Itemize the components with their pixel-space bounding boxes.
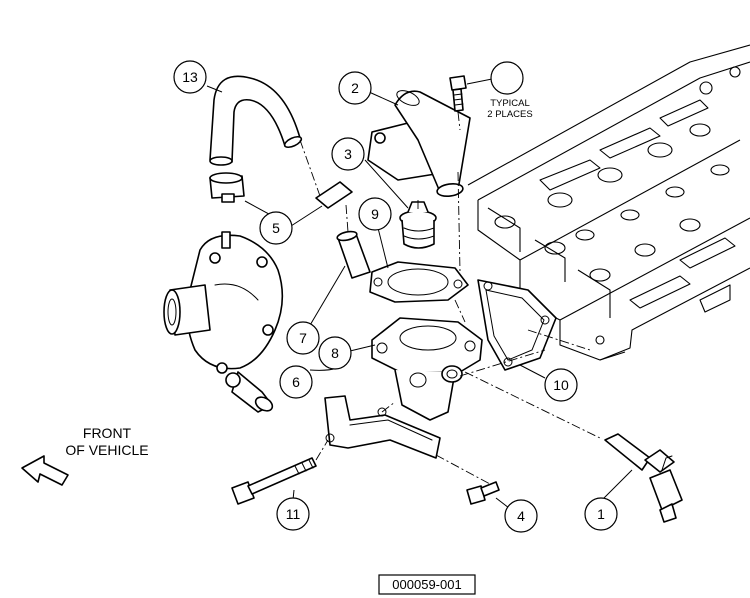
callout-7: 7 <box>286 321 320 355</box>
front-label-line2: OF VEHICLE <box>65 442 148 458</box>
callout-11: 11 <box>276 497 310 531</box>
part-9-gasket <box>369 261 469 303</box>
callout-7-label: 7 <box>299 330 307 346</box>
part-5-hose-clamp <box>209 172 245 203</box>
part-5-clip <box>315 181 353 209</box>
callout-2-label: 2 <box>351 80 359 96</box>
mounting-bracket <box>324 395 441 459</box>
callout-1: 1 <box>584 497 618 531</box>
callout-5-label: 5 <box>272 220 280 236</box>
figure-code: 000059-001 <box>392 577 461 592</box>
front-direction-arrow-icon <box>21 455 69 486</box>
callout-2: 2 <box>338 71 372 105</box>
part-11-long-bolt <box>231 457 317 505</box>
figure-code-box: 000059-001 <box>378 574 476 595</box>
callout-3: 3 <box>331 137 365 171</box>
alignment-lines <box>299 111 601 485</box>
engine-cylinder-head <box>467 44 750 361</box>
water-pump <box>163 231 284 413</box>
callout-4-label: 4 <box>517 508 525 524</box>
typical-note-line1: TYPICAL <box>490 98 530 109</box>
callout-12-label: 13 <box>182 69 198 85</box>
callout-13 <box>490 61 524 95</box>
callout-3-label: 3 <box>344 146 352 162</box>
part-12-hose <box>209 75 303 166</box>
callout-12: 13 <box>173 60 207 94</box>
callout-9: 9 <box>358 197 392 231</box>
callout-8: 8 <box>318 336 352 370</box>
callout-9-label: 9 <box>371 206 379 222</box>
part-1-temperature-sender <box>604 433 683 523</box>
callout-8-label: 8 <box>331 345 339 361</box>
part-8-thermostat-housing <box>371 317 483 421</box>
part-7-bypass-hose <box>336 230 371 279</box>
front-label-line1: FRONT <box>83 425 132 441</box>
typical-note-line2: 2 PLACES <box>487 109 532 120</box>
part-4-bolt <box>466 481 500 505</box>
callout-5: 5 <box>259 211 293 245</box>
part-13-bolt <box>449 75 467 112</box>
callout-11-label: 11 <box>286 506 301 522</box>
callout-10: 10 <box>544 368 578 402</box>
callout-4: 4 <box>504 499 538 533</box>
part-10-gasket <box>477 279 557 371</box>
part-2-thermostat-cover <box>367 90 471 198</box>
callout-6: 6 <box>279 365 313 399</box>
callout-10-label: 10 <box>553 377 569 393</box>
callout-6-label: 6 <box>292 374 300 390</box>
callout-1-label: 1 <box>597 506 605 522</box>
